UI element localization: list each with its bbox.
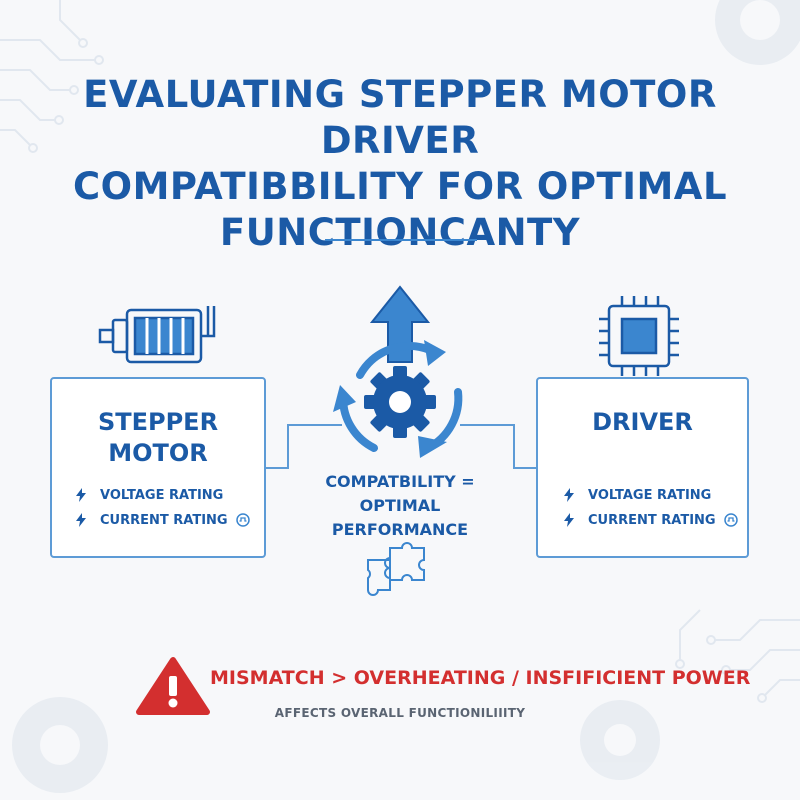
signal-pulse-icon — [235, 513, 250, 527]
gear-icon — [364, 366, 436, 438]
motor-title-line-1: STEPPER — [97, 408, 219, 436]
warning-triangle-icon — [136, 657, 210, 715]
driver-card: DRIVER VOLTAGE RATING CURRENT RATING — [536, 377, 749, 558]
driver-connector-line — [460, 424, 536, 469]
compatibility-label-line-1: COMPATBILITY = — [325, 472, 475, 491]
lightning-bolt-icon — [564, 488, 578, 502]
driver-spec-voltage: VOLTAGE RATING — [564, 485, 711, 505]
title-line-2: COMPATIBBILITY FOR OPTIMAL — [72, 165, 728, 208]
motor-spec-current-label: CURRENT RATING — [100, 512, 228, 528]
motor-card-title: STEPPER MOTOR — [52, 407, 264, 469]
warning-subtext: AFFECTS OVERALL FUNCTIONILIIITY — [274, 706, 526, 720]
motor-spec-voltage: VOLTAGE RATING — [76, 485, 223, 505]
lightning-bolt-icon — [564, 513, 578, 527]
connector-lines — [266, 424, 536, 469]
signal-pulse-icon — [723, 513, 738, 527]
title-line-1: EVALUATING STEPPER MOTOR DRIVER — [83, 73, 717, 162]
title-divider — [325, 239, 477, 241]
performance-up-arrow-icon — [369, 285, 431, 363]
compatibility-label-line-2: OPTIMAL PERFORMANCE — [331, 496, 469, 539]
title-line-3: FUNCTIONCANTY — [219, 211, 581, 254]
driver-spec-voltage-label: VOLTAGE RATING — [588, 487, 712, 503]
motor-connector-line — [266, 424, 342, 469]
driver-spec-current: CURRENT RATING — [564, 510, 738, 530]
warning-text: MISMATCH > OVERHEATING / INSFIFICIENT PO… — [210, 667, 751, 689]
warning-banner: MISMATCH > OVERHEATING / INSFIFICIENT PO… — [140, 656, 750, 706]
motor-spec-voltage-label: VOLTAGE RATING — [100, 487, 224, 503]
stepper-motor-card: STEPPER MOTOR VOLTAGE RATING CURRENT RAT… — [50, 377, 266, 558]
lightning-bolt-icon — [76, 488, 90, 502]
compatibility-label: COMPATBILITY = OPTIMAL PERFORMANCE — [290, 470, 510, 542]
motor-spec-current: CURRENT RATING — [76, 510, 250, 530]
puzzle-pieces-icon — [367, 542, 425, 596]
motor-icon — [98, 306, 216, 364]
driver-chip-icon — [599, 296, 679, 376]
driver-card-title: DRIVER — [592, 408, 693, 436]
lightning-bolt-icon — [76, 513, 90, 527]
page-title: EVALUATING STEPPER MOTOR DRIVER COMPATIB… — [40, 72, 760, 256]
driver-spec-current-label: CURRENT RATING — [588, 512, 716, 528]
motor-title-line-2: MOTOR — [108, 439, 208, 467]
